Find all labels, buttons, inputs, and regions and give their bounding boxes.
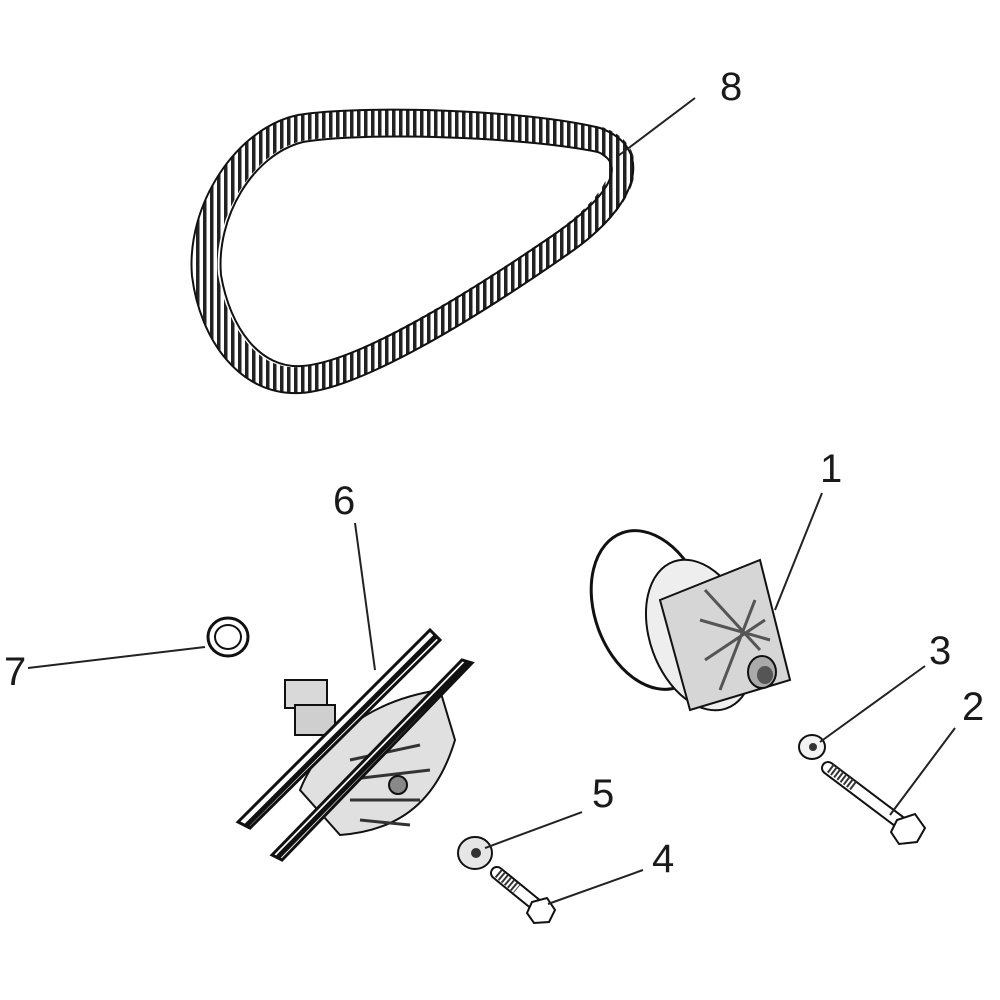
short-bolt-part [490,866,557,925]
callout-7: 7 [4,650,26,694]
callout-2: 2 [962,685,984,729]
callout-3: 3 [929,629,951,673]
drive-clutch-part [235,627,475,862]
callout-6: 6 [333,479,355,523]
long-bolt-part [821,761,927,846]
callout-8: 8 [720,65,742,109]
washer-part-5 [457,836,493,870]
callout-4: 4 [652,837,674,881]
spacer-ring-part [206,616,250,658]
leader-lines [27,97,956,905]
washer-part-3 [798,734,826,760]
callout-5: 5 [592,772,614,816]
callout-labels: 8 1 6 7 3 2 5 4 [4,65,984,881]
callout-1: 1 [820,447,842,491]
driven-clutch-part [589,529,792,712]
drive-belt-part [190,108,636,395]
